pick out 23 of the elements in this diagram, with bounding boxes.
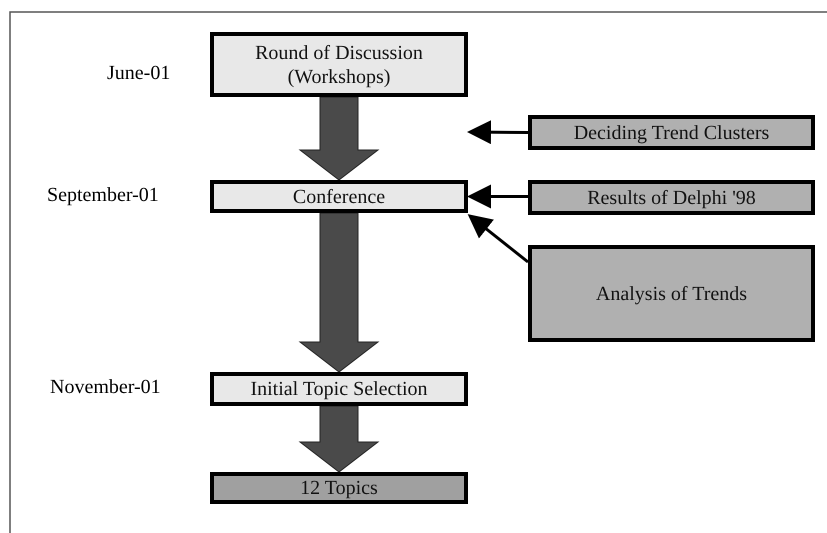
arrow bbox=[467, 184, 528, 208]
box-label: Deciding Trend Clusters bbox=[572, 120, 770, 144]
process-box bbox=[528, 180, 815, 215]
process-box bbox=[210, 32, 468, 97]
process-box bbox=[210, 180, 468, 213]
date-label: June-01 bbox=[107, 62, 170, 85]
date-label: September-01 bbox=[47, 184, 159, 207]
process-box bbox=[528, 115, 815, 150]
box-label: Initial Topic Selection bbox=[249, 377, 429, 401]
process-box bbox=[210, 372, 468, 406]
box-label: Round of Discussion (Workshops) bbox=[254, 40, 424, 88]
process-box bbox=[528, 245, 815, 342]
process-box bbox=[210, 472, 468, 504]
arrow bbox=[468, 214, 529, 264]
block-arrow bbox=[298, 96, 380, 181]
date-label: November-01 bbox=[50, 376, 161, 399]
box-label: Analysis of Trends bbox=[594, 282, 748, 306]
arrow bbox=[467, 120, 528, 144]
box-label: 12 Topics bbox=[299, 476, 379, 500]
box-label: Results of Delphi '98 bbox=[586, 186, 757, 210]
block-arrow bbox=[298, 406, 380, 473]
box-label: Conference bbox=[292, 184, 386, 208]
block-arrow bbox=[298, 212, 380, 373]
